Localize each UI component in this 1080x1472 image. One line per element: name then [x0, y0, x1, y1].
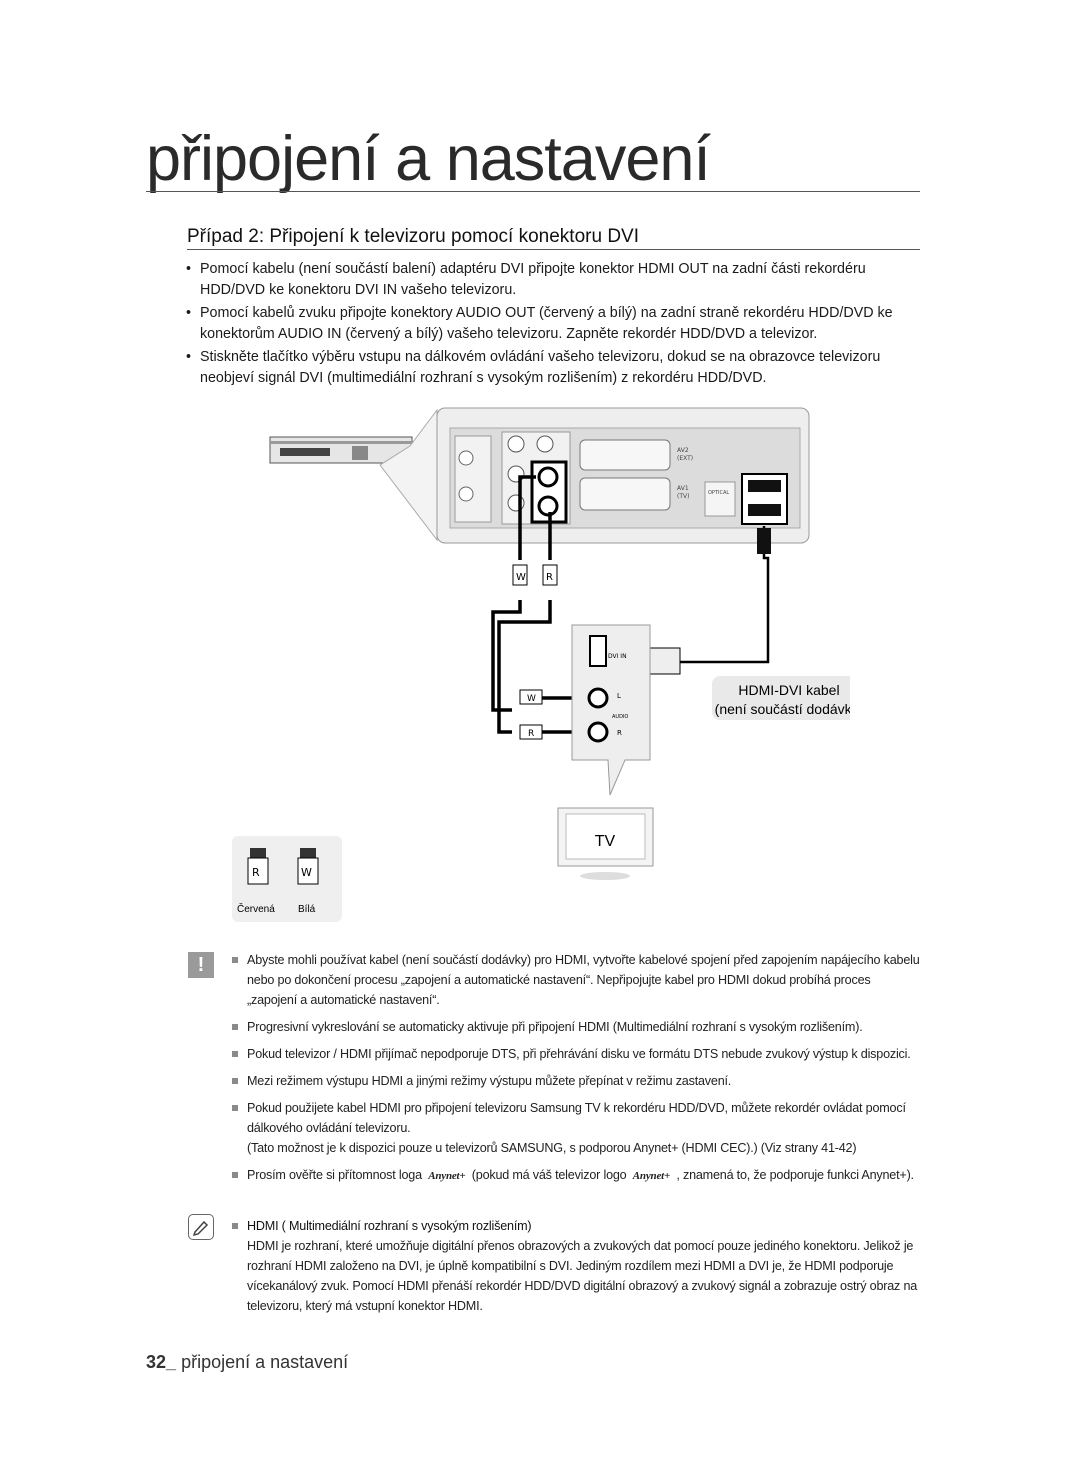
plug-r-label-tv: R [528, 729, 534, 739]
heading-rule [187, 249, 920, 250]
notes-list: Abyste mohli používat kabel (není součás… [230, 950, 920, 1193]
anynet-logo: Anynet+ [428, 1170, 466, 1182]
hdmi-plug [757, 528, 771, 554]
note-item-logo: Prosím ověřte si přítomnost loga Anynet+… [230, 1165, 920, 1186]
caution-icon: ! [188, 952, 214, 978]
instruction-list: Pomocí kabelu (není součástí balení) ada… [186, 259, 918, 391]
instruction-item: Pomocí kabelu (není součástí balení) ada… [186, 259, 918, 301]
plug-w-label: W [516, 572, 526, 583]
audio-label: AUDIO [612, 714, 628, 720]
dvi-plug [649, 647, 681, 675]
note-anynet-text: Pokud použijete kabel HDMI pro připojení… [247, 1101, 906, 1135]
page-title: připojení a nastavení [146, 124, 711, 194]
section-heading: Případ 2: Připojení k televizoru pomocí … [187, 226, 640, 247]
instruction-item: Stiskněte tlačítko výběru vstupu na dálk… [186, 347, 918, 389]
av2-label: AV2 [677, 447, 689, 454]
av1-tv-label: (TV) [677, 493, 689, 500]
connection-diagram-svg: AV2 (EXT) AV1 (TV) OPTICAL W R W [232, 407, 870, 922]
dvi-in-label: DVI IN [608, 653, 627, 660]
plug-w-label-tv: W [527, 694, 536, 704]
plug-r-label: R [546, 572, 553, 583]
note-item-anynet: Pokud použijete kabel HDMI pro připojení… [230, 1098, 920, 1158]
title-rule [146, 191, 920, 192]
note-logo-part1: Prosím ověřte si přítomnost loga [247, 1168, 422, 1182]
audio-plugs: W R W R [512, 564, 558, 740]
recorder-front-illustration [269, 436, 413, 467]
hdmi-info-body: HDMI je rozhraní, které umožňuje digitál… [247, 1239, 918, 1313]
note-logo-part3: , znamená to, že podporuje funkci Anynet… [676, 1168, 914, 1182]
hdmi-dvi-cable [670, 526, 770, 664]
legend-white-plug-label: W [301, 866, 312, 879]
zoom-wedge [379, 408, 438, 542]
anynet-logo: Anynet+ [632, 1170, 671, 1182]
recorder-rear-panel: AV2 (EXT) AV1 (TV) OPTICAL [436, 407, 810, 544]
legend-white-label: Bílá [298, 904, 316, 915]
optical-label: OPTICAL [708, 490, 729, 496]
connection-diagram: AV2 (EXT) AV1 (TV) OPTICAL W R W [230, 400, 870, 930]
note-item: Abyste mohli používat kabel (není součás… [230, 950, 920, 1010]
legend-red-plug-label: R [252, 866, 260, 879]
note-item: Progresivní vykreslování se automaticky … [230, 1017, 920, 1037]
note-item: Pokud televizor / HDMI přijímač nepodpor… [230, 1044, 920, 1064]
av2-ext-label: (EXT) [677, 455, 693, 462]
hdmi-info: HDMI ( Multimediální rozhraní s vysokým … [230, 1216, 920, 1316]
page-number: 32_ [146, 1352, 177, 1372]
audio-r-label: R [617, 729, 622, 737]
page-footer: 32_ připojení a nastavení [146, 1352, 348, 1373]
hdmi-dvi-note: (není součástí dodávky) [715, 701, 850, 717]
note-logo-part2: (pokud má váš televizor logo [471, 1168, 627, 1182]
instruction-item: Pomocí kabelů zvuku připojte konektory A… [186, 303, 918, 345]
note-item: Mezi režimem výstupu HDMI a jinými režim… [230, 1071, 920, 1091]
plug-color-legend: R W Červená Bílá [232, 836, 342, 922]
hdmi-dvi-label: HDMI-DVI kabel [738, 682, 839, 698]
tv-label: TV [595, 833, 616, 850]
legend-red-label: Červená [237, 902, 275, 915]
note-anynet-sub: (Tato možnost je k dispozici pouze u tel… [247, 1141, 857, 1155]
hdmi-dvi-label-box [712, 676, 870, 720]
footer-section: připojení a nastavení [181, 1352, 349, 1372]
tv-illustration: TV [557, 807, 654, 880]
note-pencil-icon [188, 1214, 214, 1240]
hdmi-info-title: HDMI ( Multimediální rozhraní s vysokým … [230, 1216, 920, 1236]
av1-label: AV1 [677, 485, 689, 492]
audio-l-label: L [617, 692, 621, 700]
pencil-icon [192, 1220, 209, 1237]
tv-rear-panel: DVI IN L AUDIO R [571, 624, 651, 796]
